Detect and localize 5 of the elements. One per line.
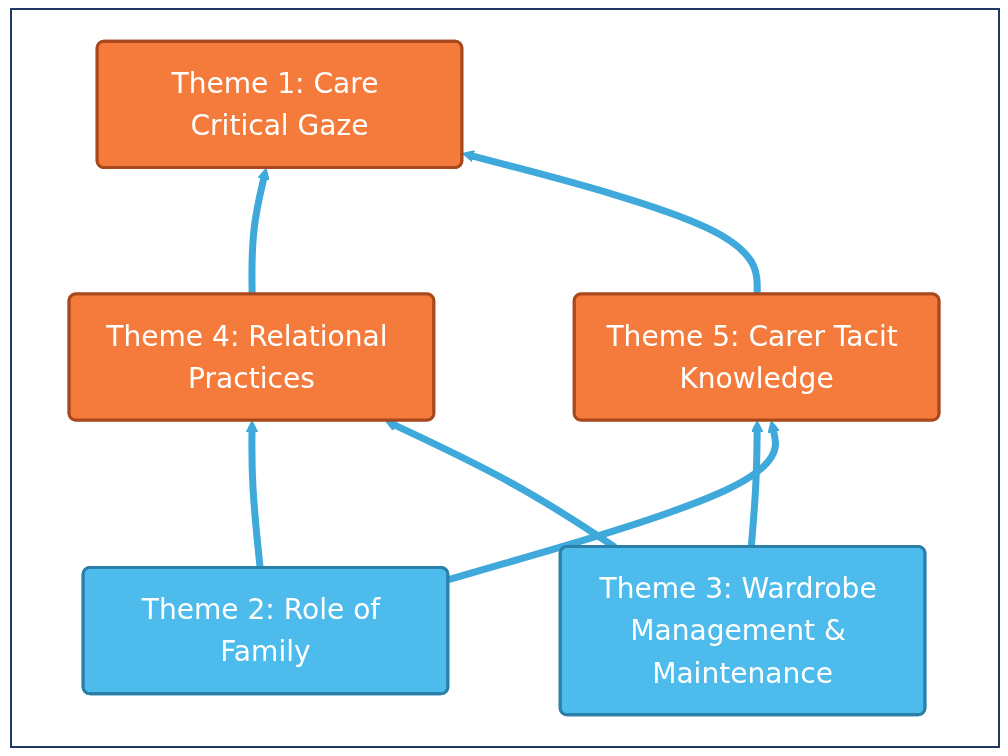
arrow (248, 167, 270, 295)
arrow (747, 420, 764, 548)
arrow (447, 420, 780, 583)
arrow (245, 420, 264, 569)
arrow (462, 150, 761, 295)
